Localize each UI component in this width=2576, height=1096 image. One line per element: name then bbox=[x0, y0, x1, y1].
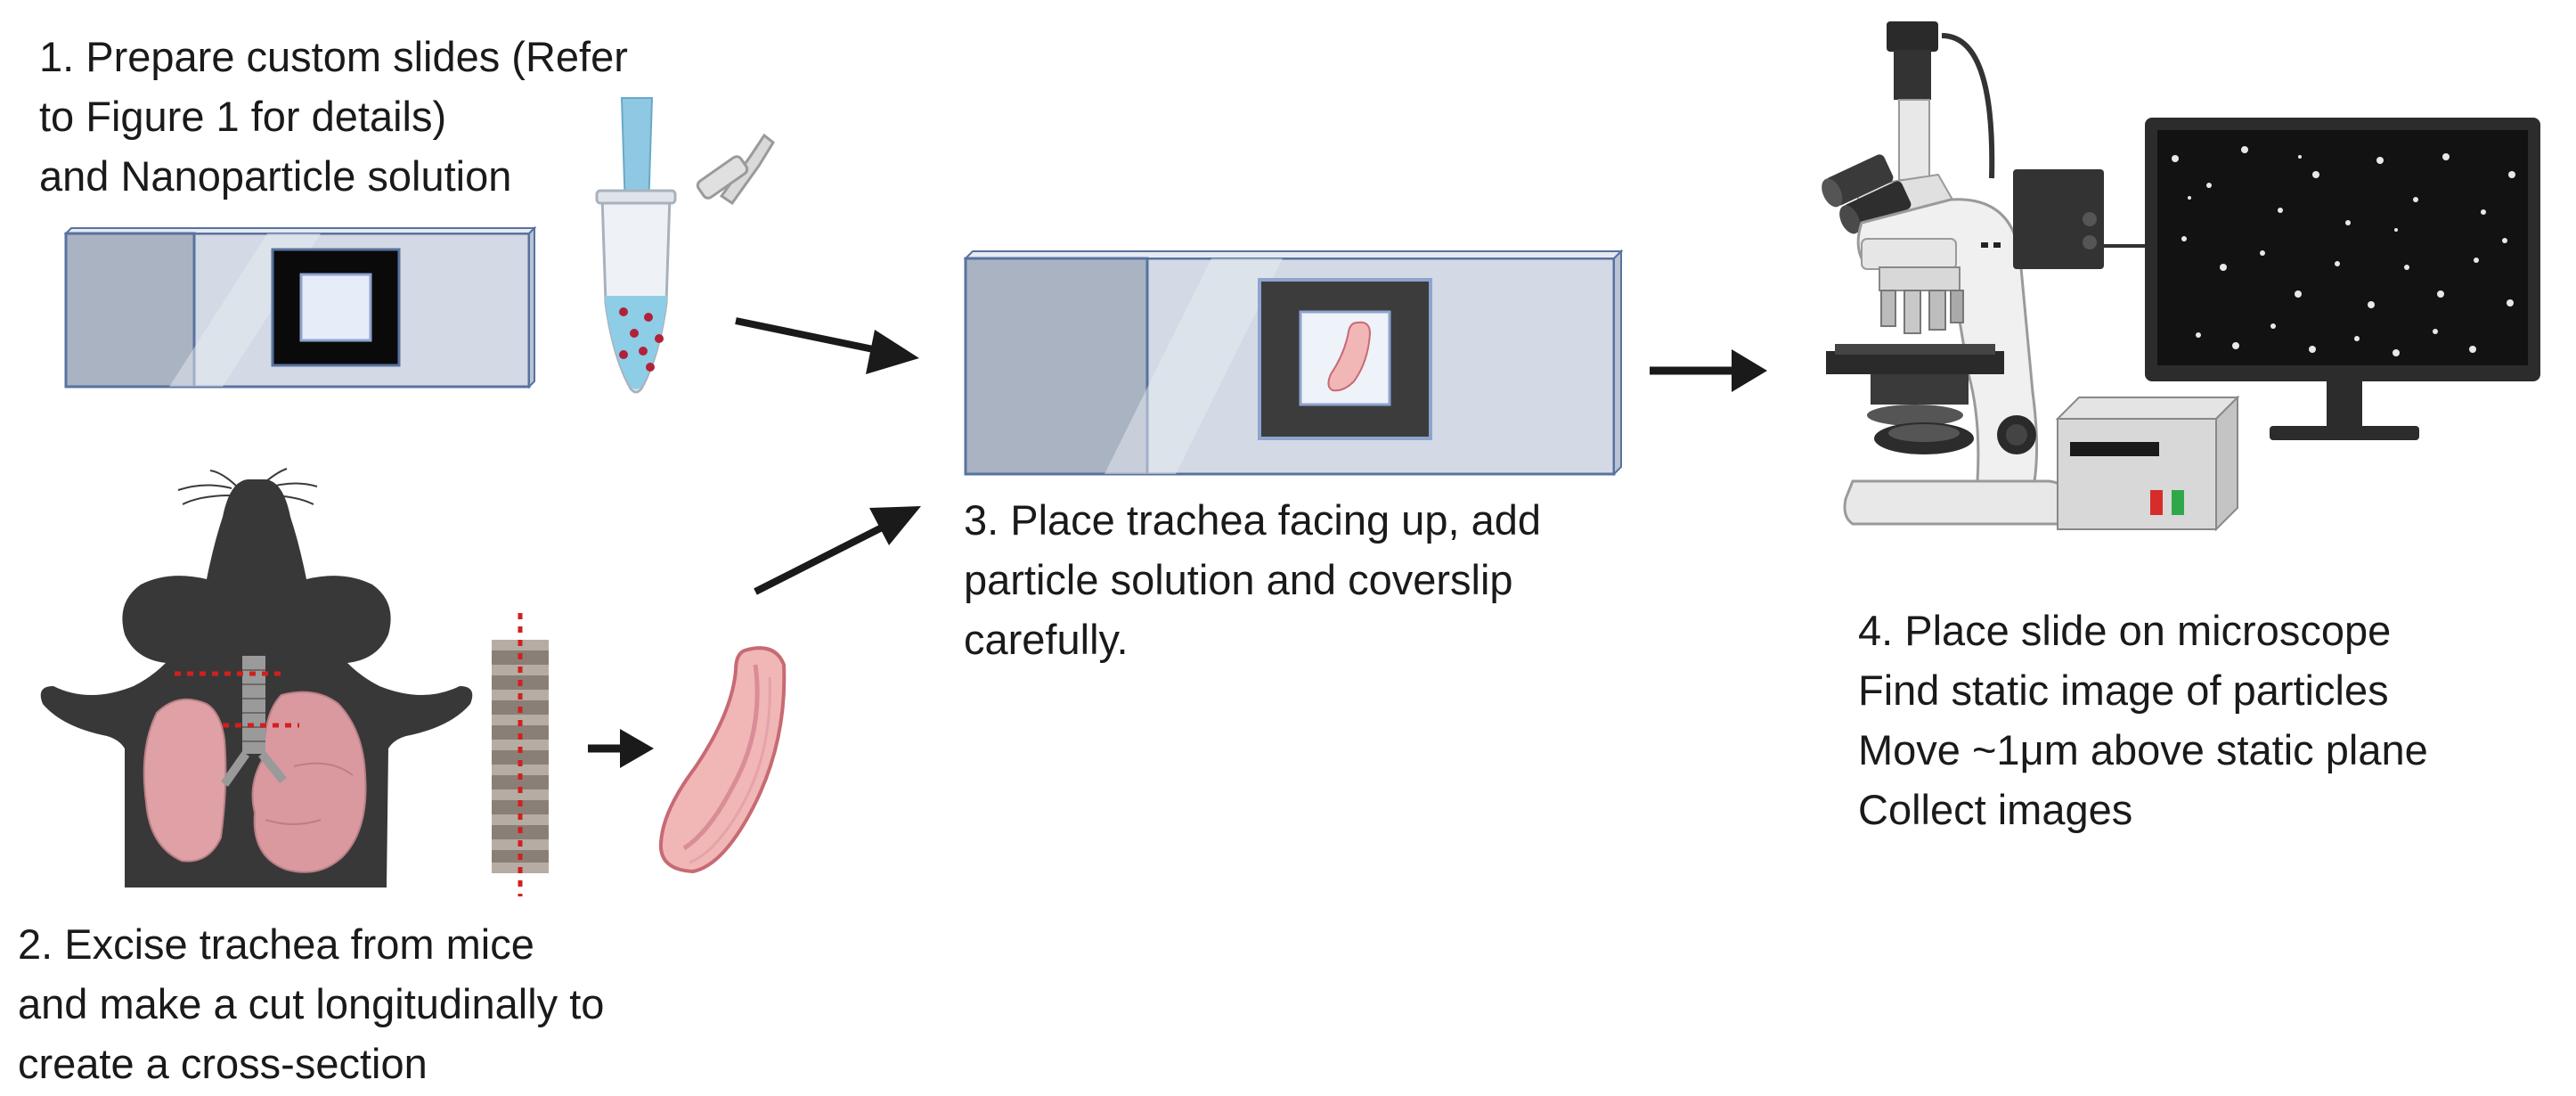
step-2-line-2: and make a cut longitudinally to bbox=[18, 980, 605, 1027]
glass-slide-icon bbox=[963, 249, 1624, 477]
trachea-half-icon bbox=[658, 646, 787, 874]
glass-slide-icon bbox=[63, 225, 537, 389]
step-2-caption: 2. Excise trachea from mice and make a c… bbox=[18, 914, 604, 1093]
arrow-icon bbox=[1650, 349, 1767, 392]
step-1-line-1: 1. Prepare custom slides (Refer bbox=[39, 33, 628, 80]
step-1-caption: 1. Prepare custom slides (Refer to Figur… bbox=[39, 27, 628, 206]
step-4-line-4: Collect images bbox=[1858, 786, 2133, 833]
arrow-icon bbox=[588, 729, 654, 768]
step-4-line-1: 4. Place slide on microscope bbox=[1858, 607, 2392, 654]
trachea-segment-icon bbox=[492, 613, 549, 896]
step-4-line-2: Find static image of particles bbox=[1858, 667, 2389, 714]
arrow-icon bbox=[735, 317, 919, 374]
mouse-dissection-icon bbox=[40, 468, 473, 887]
step-3-caption: 3. Place trachea facing up, add particle… bbox=[964, 490, 1541, 669]
microscope-icon bbox=[1822, 21, 2147, 526]
step-2-line-1: 2. Excise trachea from mice bbox=[18, 920, 534, 968]
arrow-icon bbox=[754, 506, 921, 595]
step-3-line-1: 3. Place trachea facing up, add bbox=[964, 496, 1541, 544]
step-4-caption: 4. Place slide on microscope Find static… bbox=[1858, 601, 2428, 839]
microcentrifuge-tube-icon bbox=[595, 97, 775, 394]
step-3-line-2: particle solution and coverslip bbox=[964, 556, 1513, 603]
step-1-line-2: to Figure 1 for details) bbox=[39, 93, 447, 140]
step-4-line-3: Move ~1μm above static plane bbox=[1858, 726, 2428, 773]
monitor-icon bbox=[2145, 118, 2540, 440]
step-1-line-3: and Nanoparticle solution bbox=[39, 152, 512, 200]
controller-box-icon bbox=[2055, 395, 2240, 532]
step-3-line-3: carefully. bbox=[964, 616, 1129, 663]
step-2-line-3: create a cross-section bbox=[18, 1040, 428, 1087]
